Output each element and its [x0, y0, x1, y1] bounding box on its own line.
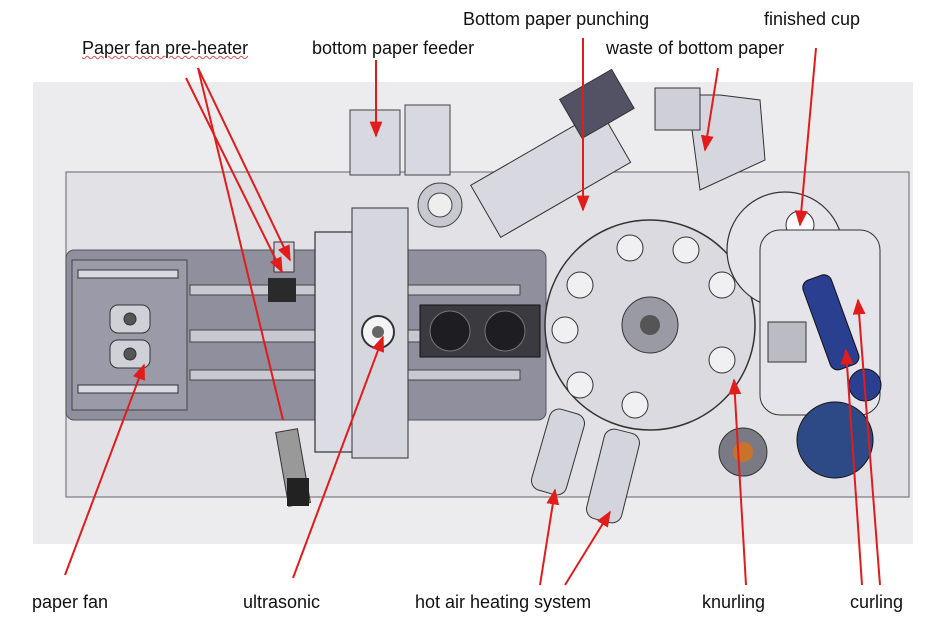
label-paper-fan: paper fan: [32, 592, 109, 612]
label-hot-air-heating-system: hot air heating system: [415, 592, 592, 612]
label-bottom-paper-feeder: bottom paper feeder: [312, 38, 475, 58]
pointer-arrows: [64, 38, 881, 586]
label-paper-fan-preheater: Paper fan pre-heater: [82, 38, 249, 58]
preheater-block: [268, 278, 296, 302]
punching-station: [470, 68, 635, 239]
label-bottom-paper-punching: Bottom paper punching: [463, 9, 650, 29]
label-finished-cup: finished cup: [764, 9, 861, 29]
paper-fan-mechanism: [77, 269, 179, 394]
label-waste-of-bottom-paper: waste of bottom paper: [606, 38, 785, 58]
turret-molds: [551, 234, 736, 419]
label-curling: curling: [850, 592, 904, 612]
label-ultrasonic: ultrasonic: [243, 592, 321, 612]
label-knurling: knurling: [702, 592, 766, 612]
cup-collector: [796, 401, 874, 479]
